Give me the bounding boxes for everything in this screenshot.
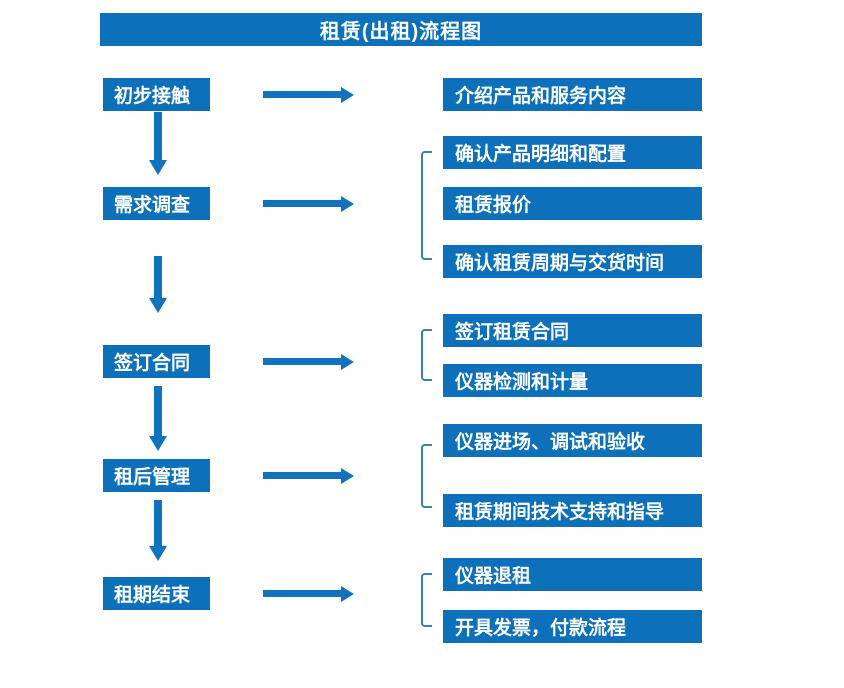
output-box: 租赁期间技术支持和指导: [443, 494, 702, 527]
output-box: 租赁报价: [443, 187, 702, 220]
group-bracket: [421, 329, 432, 381]
arrow-right-icon: [263, 91, 341, 98]
group-bracket: [421, 573, 432, 627]
step-box-post-rental-management: 租后管理: [103, 459, 210, 492]
step-box-demand-survey: 需求调查: [103, 187, 210, 220]
step-box-initial-contact: 初步接触: [103, 78, 210, 111]
arrow-right-icon: [263, 358, 341, 365]
group-bracket: [421, 151, 432, 260]
output-box: 介绍产品和服务内容: [443, 78, 702, 111]
step-box-sign-contract: 签订合同: [103, 345, 210, 378]
output-box: 仪器进场、调试和验收: [443, 424, 702, 457]
output-box: 确认租赁周期与交货时间: [443, 245, 702, 278]
output-box: 仪器退租: [443, 558, 702, 591]
step-box-rental-end: 租期结束: [103, 577, 210, 610]
arrow-down-icon: [154, 112, 162, 160]
arrow-down-icon: [154, 386, 162, 436]
arrow-right-icon: [263, 200, 341, 207]
flowchart-title: 租赁(出租)流程图: [100, 13, 702, 46]
output-box: 仪器检测和计量: [443, 364, 702, 397]
output-box: 开具发票，付款流程: [443, 610, 702, 643]
group-bracket: [421, 444, 432, 508]
arrow-down-icon: [154, 256, 162, 298]
arrow-right-icon: [263, 472, 341, 479]
arrow-right-icon: [263, 590, 341, 597]
output-box: 确认产品明细和配置: [443, 136, 702, 169]
arrow-down-icon: [154, 500, 162, 546]
output-box: 签订租赁合同: [443, 314, 702, 347]
